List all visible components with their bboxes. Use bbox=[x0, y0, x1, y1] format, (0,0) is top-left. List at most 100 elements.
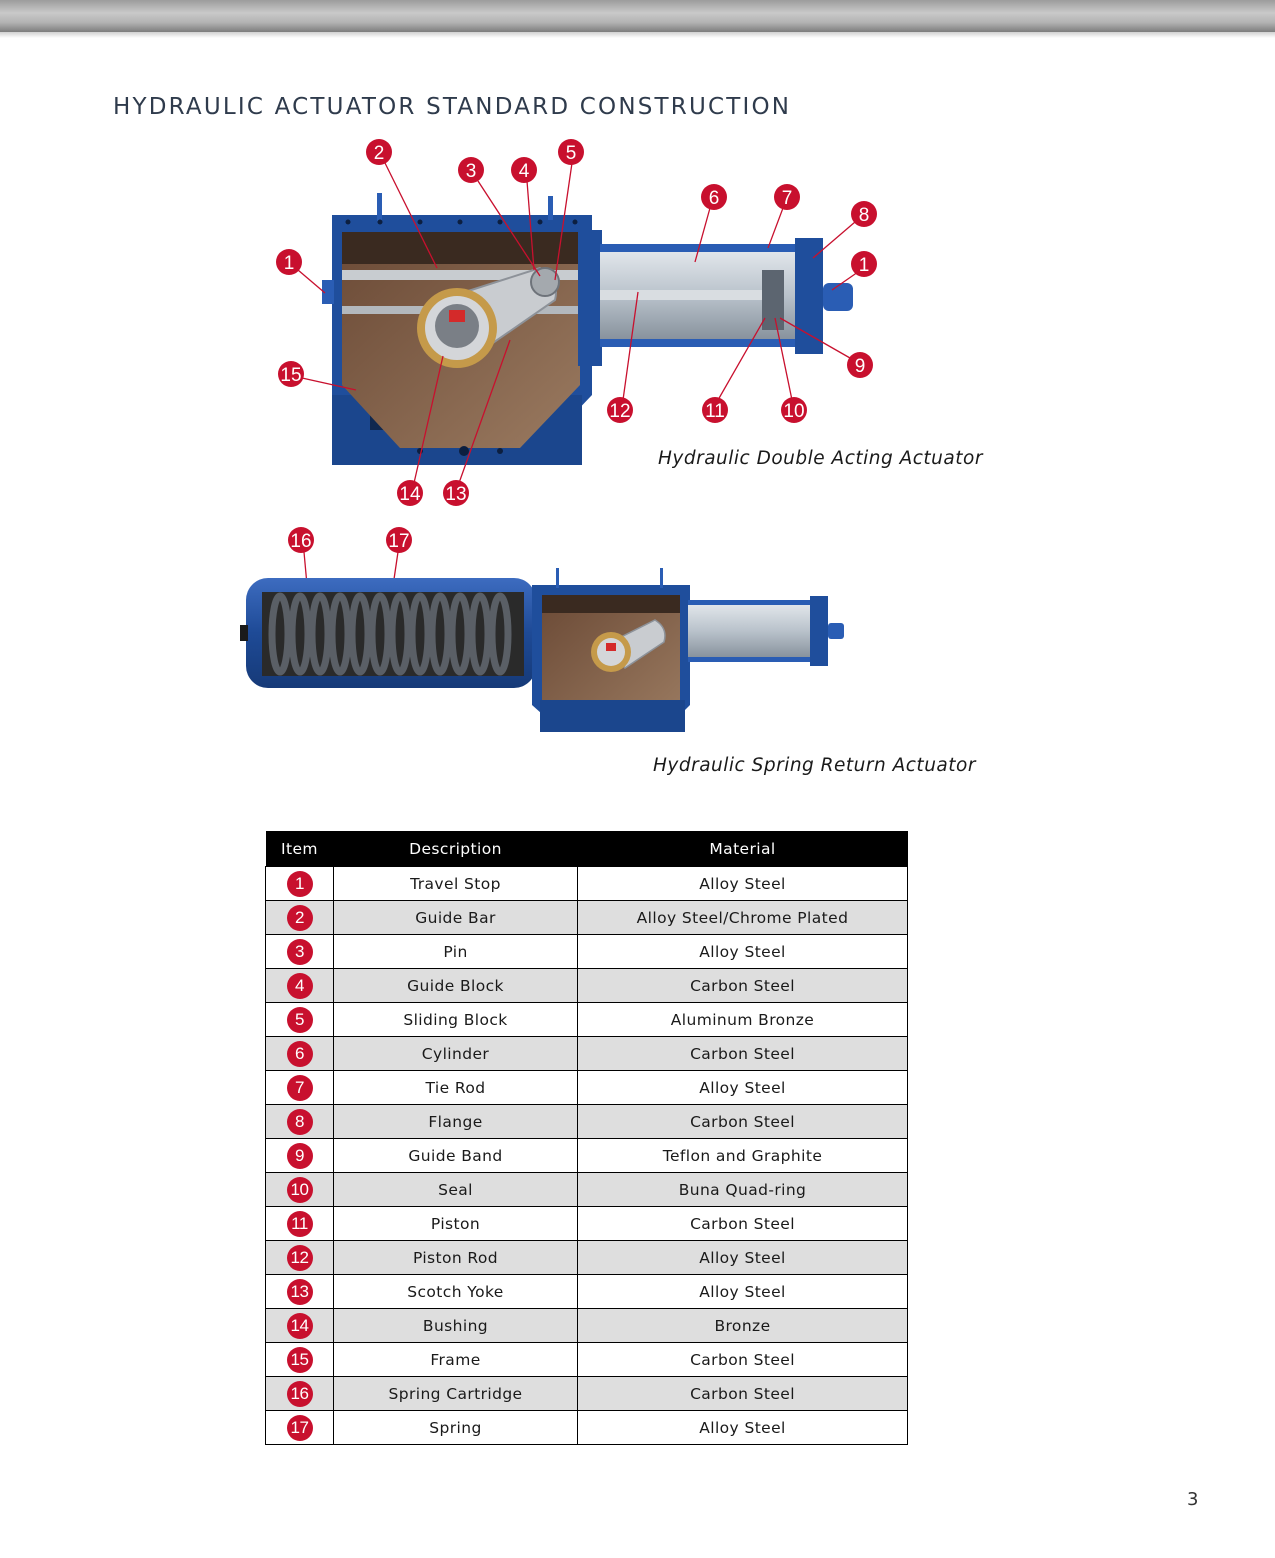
svg-text:4: 4 bbox=[519, 161, 530, 182]
item-number-badge: 13 bbox=[286, 1278, 313, 1305]
material-cell: Alloy Steel/Chrome Plated bbox=[577, 900, 908, 935]
item-number-badge: 15 bbox=[286, 1346, 313, 1373]
callout-12: 12 bbox=[607, 397, 633, 423]
callout-6: 6 bbox=[701, 184, 727, 210]
callout-leader-lines bbox=[297, 162, 859, 621]
header-band bbox=[0, 0, 1275, 38]
svg-text:10: 10 bbox=[783, 401, 804, 422]
callout-16: 16 bbox=[288, 527, 314, 553]
item-number-badge: 7 bbox=[286, 1074, 313, 1101]
svg-text:14: 14 bbox=[399, 484, 421, 505]
item-number-badge: 10 bbox=[286, 1176, 313, 1203]
callout-8: 8 bbox=[851, 201, 877, 227]
material-cell: Alloy Steel bbox=[577, 866, 908, 901]
item-cell: 3 bbox=[265, 934, 334, 969]
description-cell: Travel Stop bbox=[333, 866, 578, 901]
description-cell: Scotch Yoke bbox=[333, 1274, 578, 1309]
item-number-badge: 9 bbox=[286, 1142, 313, 1169]
material-cell: Alloy Steel bbox=[577, 1410, 908, 1445]
callout-5: 5 bbox=[558, 139, 584, 165]
callout-4: 4 bbox=[511, 157, 537, 183]
material-cell: Alloy Steel bbox=[577, 1240, 908, 1275]
double-acting-caption: Hydraulic Double Acting Actuator bbox=[658, 448, 983, 469]
description-cell: Seal bbox=[333, 1172, 578, 1207]
item-cell: 6 bbox=[265, 1036, 334, 1071]
header-material: Material bbox=[577, 831, 908, 867]
item-number-badge: 11 bbox=[286, 1210, 313, 1237]
actuator-illustrations: 1 2 3 4 5 6 7 8 1 9 10 11 12 13 14 15 16… bbox=[240, 139, 877, 732]
svg-text:13: 13 bbox=[445, 484, 466, 505]
item-cell: 2 bbox=[265, 900, 334, 935]
item-number-badge: 1 bbox=[286, 870, 313, 897]
item-cell: 4 bbox=[265, 968, 334, 1003]
page-title: HYDRAULIC ACTUATOR STANDARD CONSTRUCTION bbox=[113, 94, 792, 120]
description-cell: Flange bbox=[333, 1104, 578, 1139]
material-cell: Carbon Steel bbox=[577, 1104, 908, 1139]
item-number-badge: 17 bbox=[286, 1414, 313, 1441]
header-description: Description bbox=[333, 831, 578, 867]
header-item: Item bbox=[265, 831, 334, 867]
material-cell: Buna Quad-ring bbox=[577, 1172, 908, 1207]
description-cell: Guide Bar bbox=[333, 900, 578, 935]
material-cell: Teflon and Graphite bbox=[577, 1138, 908, 1173]
item-number-badge: 8 bbox=[286, 1108, 313, 1135]
description-cell: Tie Rod bbox=[333, 1070, 578, 1105]
callout-2: 2 bbox=[366, 139, 392, 165]
item-number-badge: 14 bbox=[286, 1312, 313, 1339]
callout-7: 7 bbox=[774, 184, 800, 210]
svg-text:1: 1 bbox=[859, 255, 870, 276]
svg-text:16: 16 bbox=[290, 531, 311, 552]
material-cell: Carbon Steel bbox=[577, 1376, 908, 1411]
item-cell: 9 bbox=[265, 1138, 334, 1173]
description-cell: Spring bbox=[333, 1410, 578, 1445]
description-cell: Guide Block bbox=[333, 968, 578, 1003]
svg-text:6: 6 bbox=[709, 188, 720, 209]
callout-14: 14 bbox=[397, 480, 423, 506]
callout-15: 15 bbox=[278, 361, 304, 387]
description-cell: Frame bbox=[333, 1342, 578, 1377]
svg-text:7: 7 bbox=[782, 188, 793, 209]
material-cell: Alloy Steel bbox=[577, 1070, 908, 1105]
description-cell: Bushing bbox=[333, 1308, 578, 1343]
item-cell: 8 bbox=[265, 1104, 334, 1139]
description-cell: Pin bbox=[333, 934, 578, 969]
material-cell: Carbon Steel bbox=[577, 968, 908, 1003]
description-cell: Piston Rod bbox=[333, 1240, 578, 1275]
item-cell: 1 bbox=[265, 866, 334, 901]
page-number: 3 bbox=[1187, 1489, 1199, 1510]
callout-badges: 1 2 3 4 5 6 7 8 1 9 10 11 12 13 14 15 16… bbox=[276, 139, 877, 553]
item-cell: 14 bbox=[265, 1308, 334, 1343]
callout-9: 9 bbox=[847, 352, 873, 378]
description-cell: Guide Band bbox=[333, 1138, 578, 1173]
description-cell: Cylinder bbox=[333, 1036, 578, 1071]
svg-text:17: 17 bbox=[388, 531, 409, 552]
item-cell: 11 bbox=[265, 1206, 334, 1241]
item-number-badge: 12 bbox=[286, 1244, 313, 1271]
item-number-badge: 2 bbox=[286, 904, 313, 931]
item-cell: 7 bbox=[265, 1070, 334, 1105]
item-cell: 10 bbox=[265, 1172, 334, 1207]
description-cell: Spring Cartridge bbox=[333, 1376, 578, 1411]
svg-text:1: 1 bbox=[284, 253, 295, 274]
double-acting-actuator-image bbox=[322, 193, 853, 465]
callout-3: 3 bbox=[458, 157, 484, 183]
item-number-badge: 3 bbox=[286, 938, 313, 965]
item-cell: 12 bbox=[265, 1240, 334, 1275]
spring-return-caption: Hydraulic Spring Return Actuator bbox=[653, 755, 976, 776]
table-header-row: Item Description Material bbox=[265, 831, 908, 867]
item-cell: 13 bbox=[265, 1274, 334, 1309]
material-cell: Bronze bbox=[577, 1308, 908, 1343]
